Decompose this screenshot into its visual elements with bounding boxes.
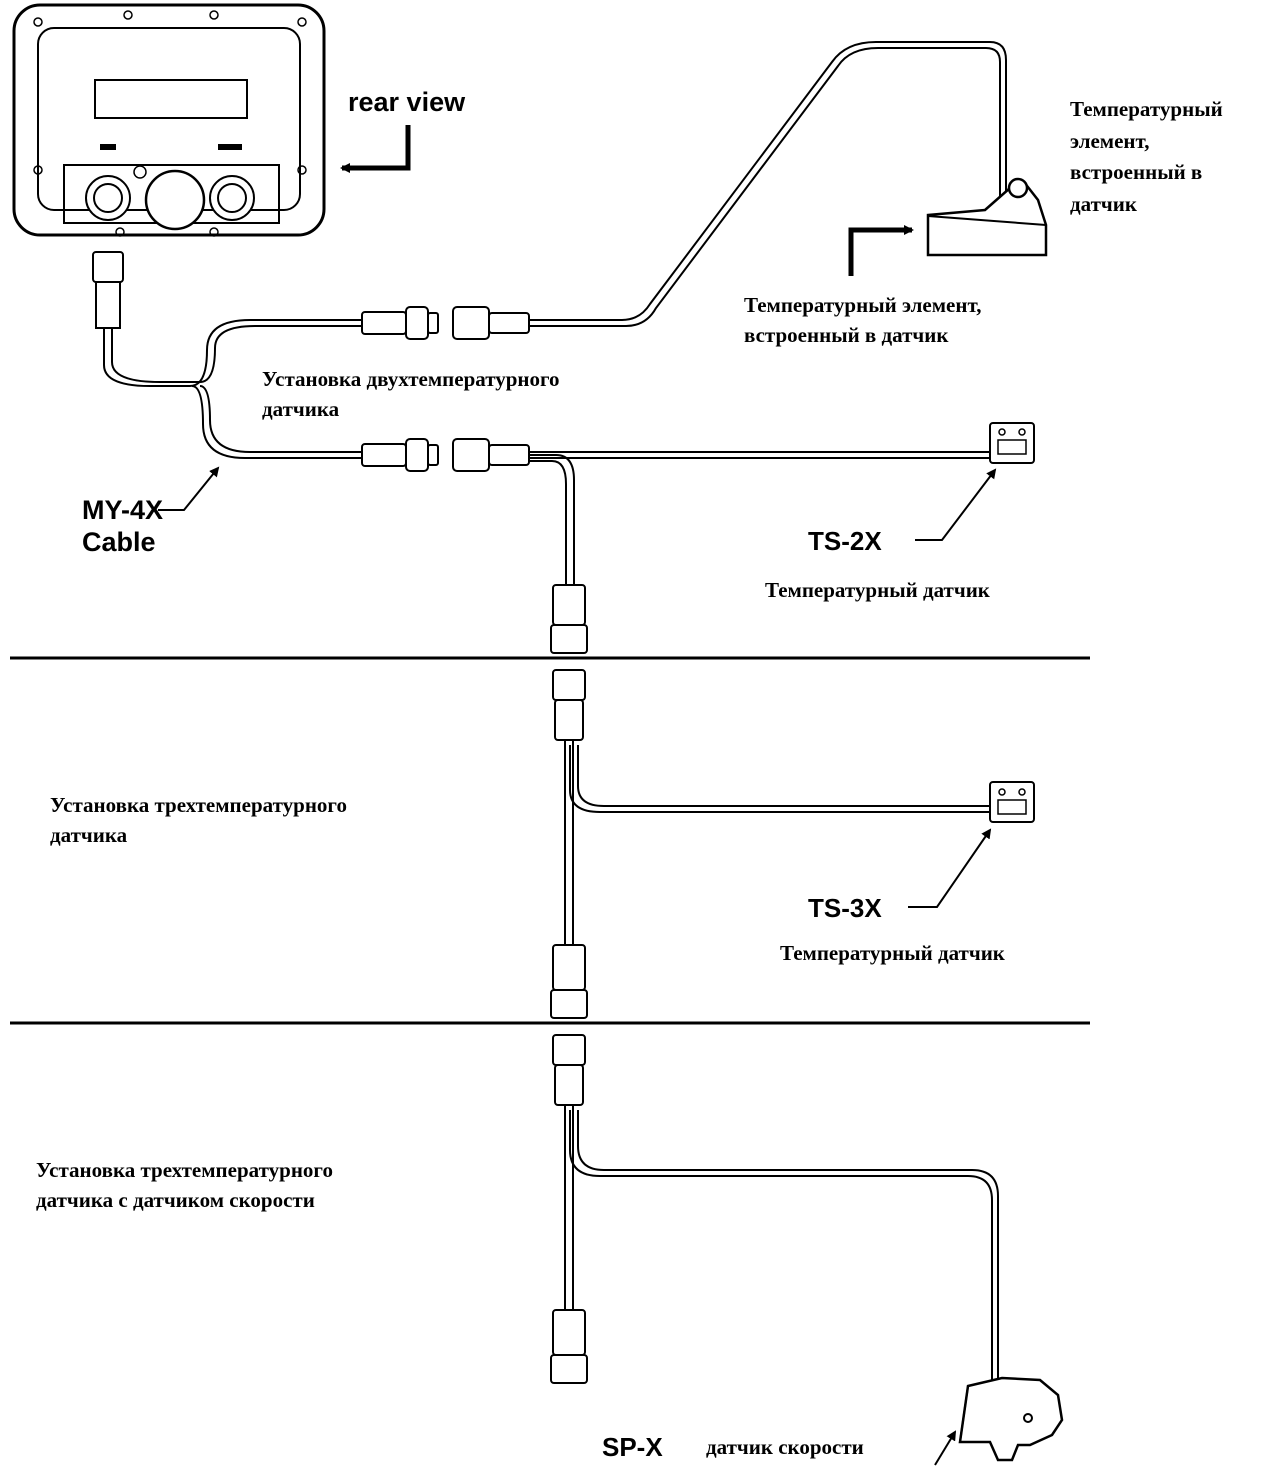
sensor-element-right-line-4: датчик (1070, 191, 1137, 216)
plug-section-3-top (552, 1034, 586, 1106)
transducer-cable (529, 41, 1007, 327)
triple-speed-install-line-1: Установка трехтемпературного (36, 1158, 333, 1182)
section-2-cable (564, 740, 990, 945)
sensor-element-label-right: Температурный элемент, встроенный в датч… (1070, 94, 1223, 220)
ts3x-label: TS-3X (808, 893, 882, 923)
sensor-element-label-center: Температурный элемент, встроенный в датч… (744, 290, 981, 351)
sensor-element-right-line-2: элемент, (1070, 128, 1150, 153)
rear-view-label: rear view (348, 87, 466, 117)
triple-speed-install-line-2: датчика с датчиком скорости (36, 1188, 315, 1213)
rear-view-arrow (340, 125, 411, 173)
unit-cable-plug (92, 251, 124, 329)
my4x-leader (158, 466, 220, 511)
ts2x-label: TS-2X (808, 526, 882, 556)
ts2x-leader (915, 468, 997, 541)
display-unit-rear (12, 3, 326, 237)
plug-section-3-bottom (550, 1309, 588, 1384)
dual-temp-install-label: Установка двухтемпературного датчика (262, 364, 560, 425)
triple-temp-install-line-1: Установка трехтемпературного (50, 793, 347, 817)
sensor-element-right-line-3: встроенный в (1070, 160, 1203, 184)
my4x-cable-label: MY-4X Cable (82, 494, 163, 559)
ts2x-cable (529, 451, 990, 585)
spx-leader (934, 1430, 957, 1466)
speed-sensor (958, 1376, 1064, 1462)
spx-label: SP-X (602, 1432, 663, 1462)
triple-temp-install-line-2: датчика (50, 823, 128, 848)
ts2x-sensor (989, 422, 1035, 464)
connector-pair-top (361, 306, 530, 340)
my4x-cable-line-1: MY-4X (82, 495, 164, 525)
dual-temp-install-line-2: датчика (262, 397, 340, 422)
connector-pair-middle (361, 438, 530, 472)
ts3x-leader (908, 828, 992, 908)
plug-section-2-top (552, 669, 586, 741)
triple-speed-install-label: Установка трехтемпературного датчика с д… (36, 1155, 333, 1216)
temp-sensor-label-1: Температурный датчик (765, 578, 990, 602)
plug-section-2-bottom (550, 944, 588, 1019)
transducer-temperature (926, 177, 1048, 257)
sensor-element-center-line-2: встроенный в датчик (744, 323, 949, 348)
plug-section-1 (550, 584, 588, 654)
triple-temp-install-label: Установка трехтемпературного датчика (50, 790, 347, 851)
transducer-arrow (848, 225, 914, 276)
temp-sensor-label-2: Температурный датчик (780, 941, 1005, 965)
speed-sensor-label: датчик скорости (706, 1435, 864, 1459)
dual-temp-install-line-1: Установка двухтемпературного (262, 367, 560, 391)
sensor-element-right-line-1: Температурный (1070, 97, 1223, 121)
my4x-cable-line-2: Cable (82, 527, 156, 558)
sensor-element-center-line-1: Температурный элемент, (744, 293, 982, 317)
ts3x-sensor (989, 781, 1035, 823)
section-3-cable (564, 1105, 999, 1380)
y-cable (103, 319, 362, 459)
